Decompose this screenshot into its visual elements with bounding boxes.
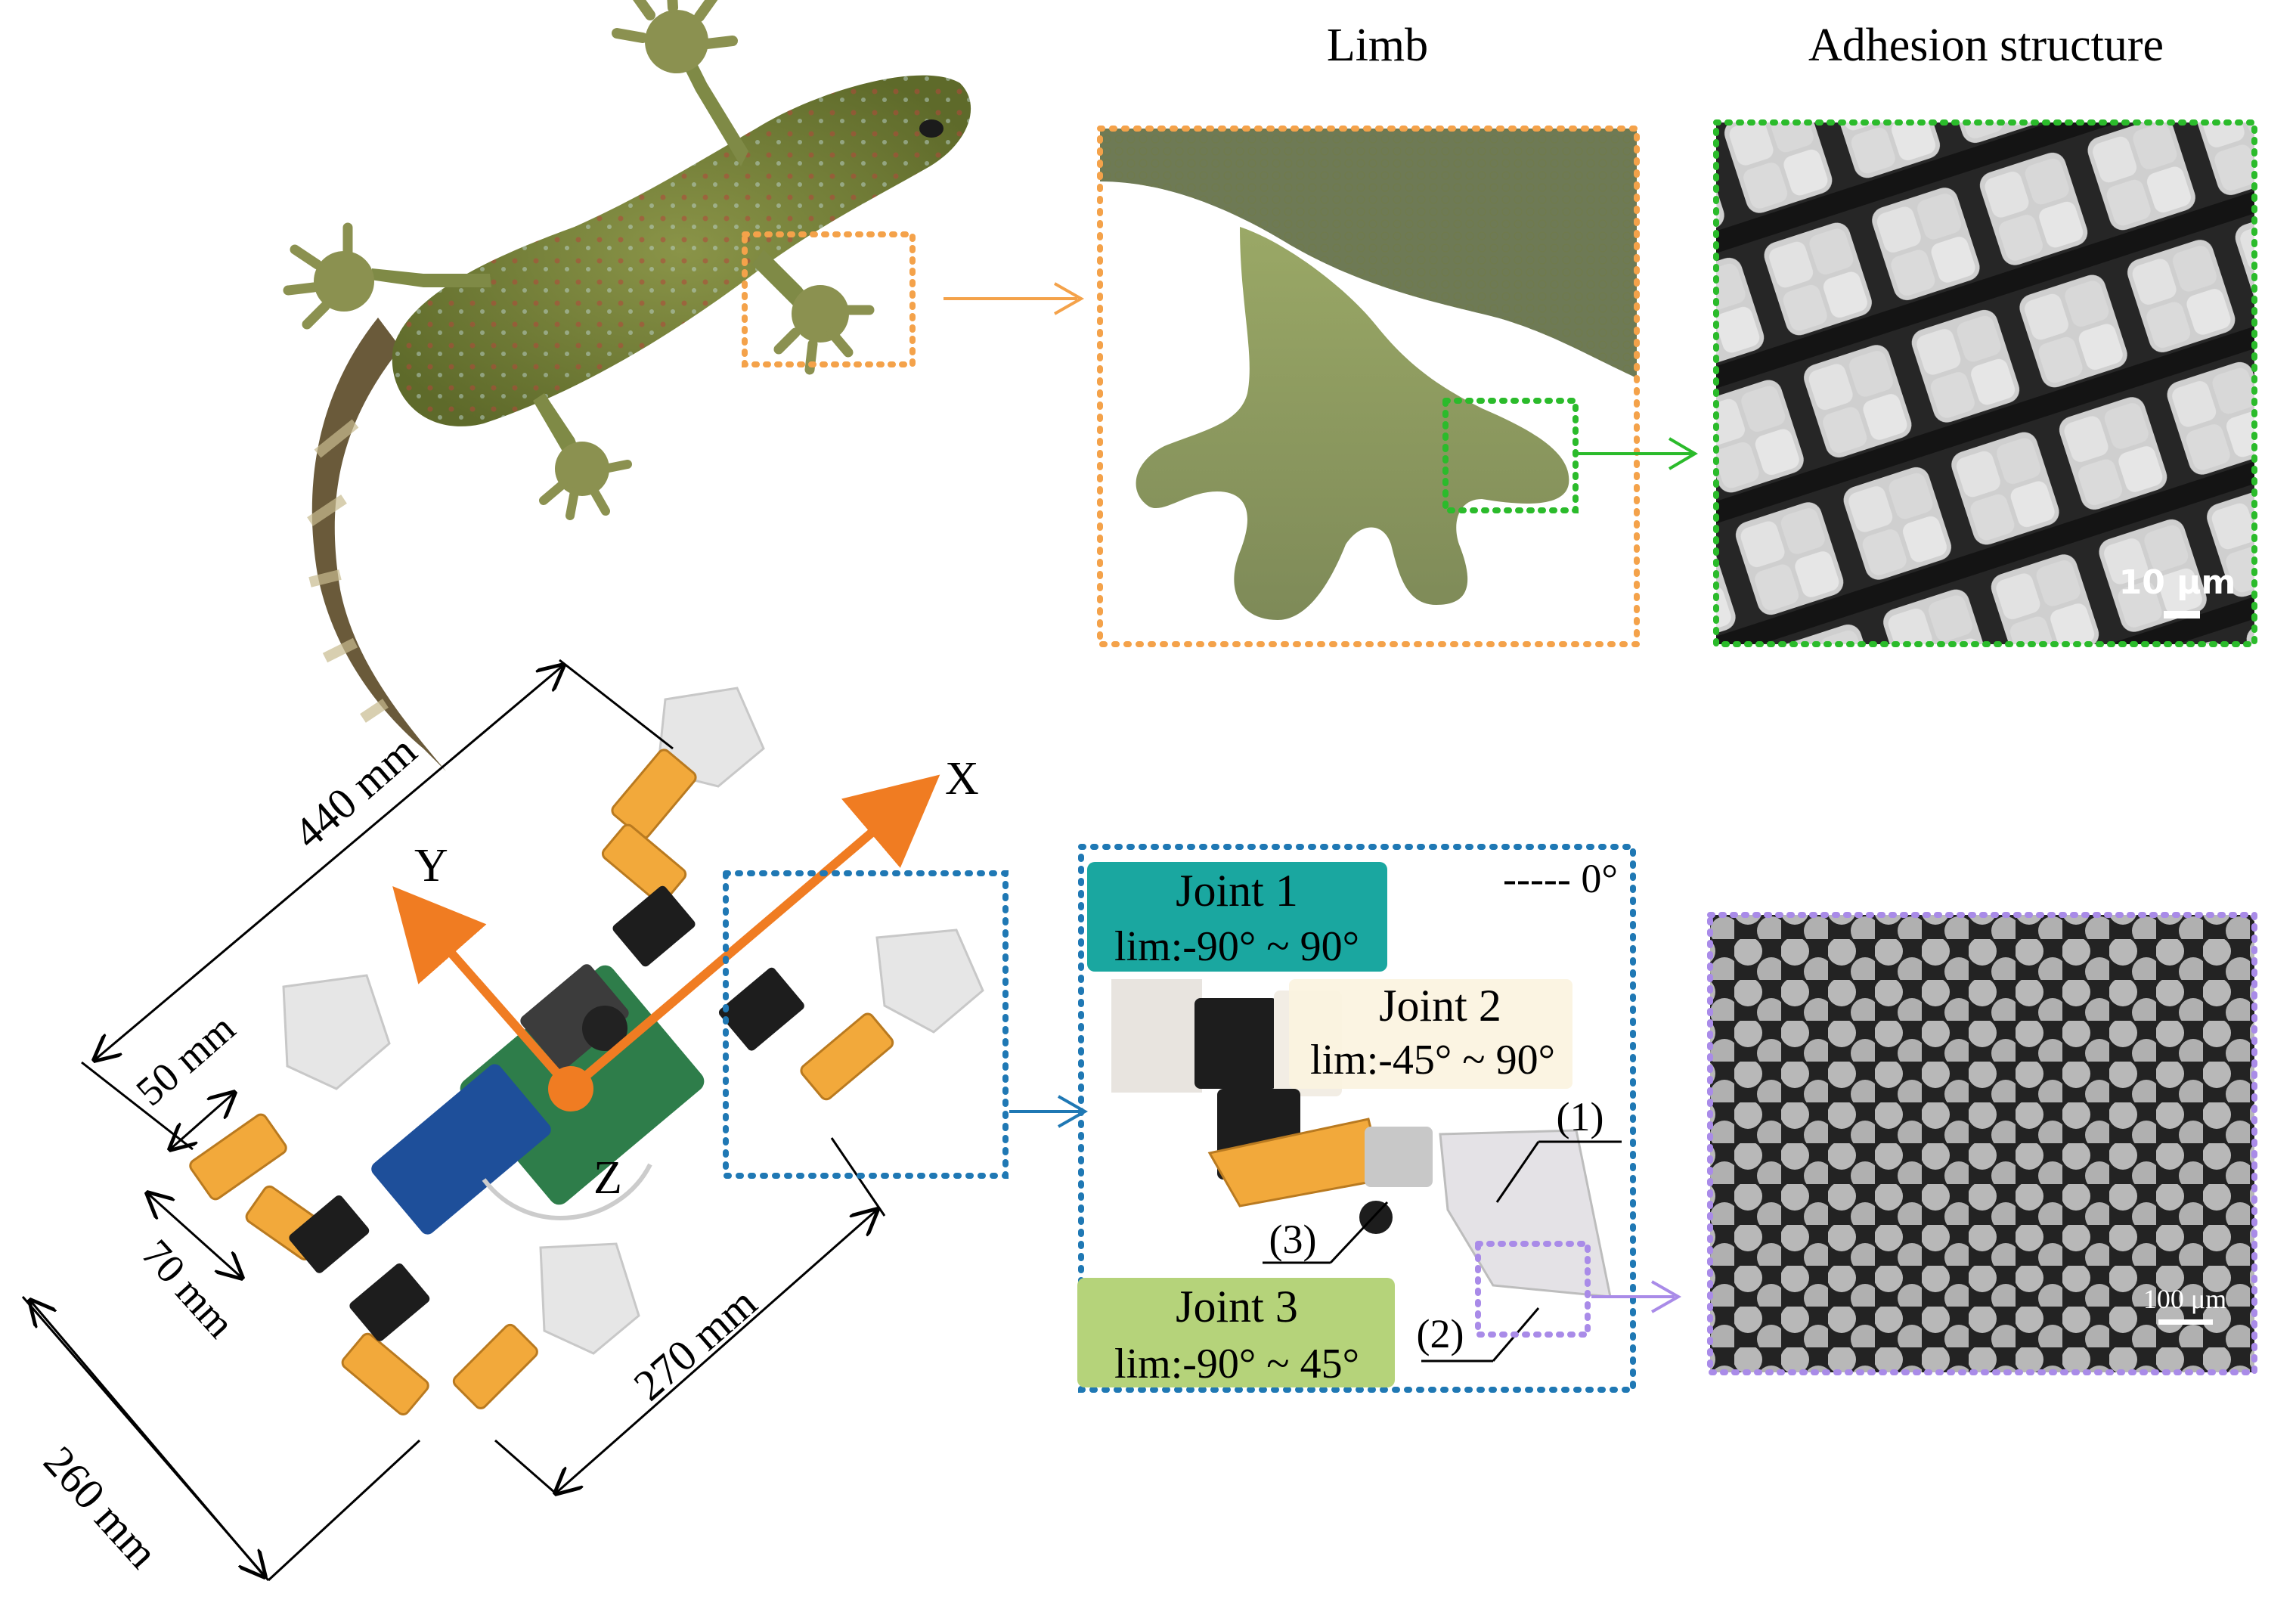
axis-y-label: Y: [414, 840, 448, 891]
axis-z-label: Z: [593, 1152, 622, 1204]
gecko-foot-closeup: [1136, 227, 1569, 620]
foot-selection-box: [742, 231, 916, 367]
joint2-title: Joint 2: [1379, 981, 1501, 1031]
limb-frame: [1097, 126, 1640, 647]
robot-photo: [189, 687, 984, 1416]
joint3-range: lim:-90° ~ 45°: [1114, 1341, 1359, 1387]
joint-leg-photo: [1111, 979, 1612, 1298]
dim-length-label: 440 mm: [284, 726, 426, 858]
joint-panel-frame: [1078, 844, 1636, 1393]
joint2-range: lim:-45° ~ 90°: [1310, 1037, 1555, 1084]
dim-width-label: 260 mm: [34, 1437, 168, 1577]
part1-label: (1): [1557, 1094, 1604, 1139]
setae-scale-bar: [2164, 611, 2200, 618]
pad-selection-box: [1475, 1241, 1591, 1338]
joint1-box: [1087, 862, 1387, 972]
setae-scale-label: 10 μm: [2119, 563, 2236, 602]
dim-w2-label: 70 mm: [133, 1231, 243, 1347]
part2-label: (2): [1417, 1311, 1464, 1356]
setae-sem-image: [1716, 122, 2254, 644]
leg-selection-box: [723, 870, 1009, 1179]
toe-selection-box: [1442, 398, 1579, 513]
axis-x-label: X: [945, 753, 979, 804]
joint3-box: [1077, 1278, 1395, 1387]
zero-degree-label: ----- 0°: [1503, 856, 1618, 901]
coordinate-axes: [392, 774, 940, 1111]
limb-title: Limb: [1327, 20, 1428, 71]
part3-label: (3): [1269, 1217, 1317, 1262]
dim-leg-span-label: 270 mm: [624, 1278, 766, 1410]
dim-w1-label: 50 mm: [128, 1005, 244, 1115]
joint1-range: lim:-90° ~ 90°: [1114, 923, 1359, 970]
pillars-scale-label: 100 μm: [2143, 1284, 2226, 1314]
part-leader-lines: [1263, 1140, 1622, 1363]
dimension-annotations: [21, 659, 886, 1580]
adhesion-title: Adhesion structure: [1808, 20, 2164, 71]
joint3-title: Joint 3: [1176, 1282, 1298, 1332]
pillars-scale-bar: [2158, 1319, 2213, 1325]
joint1-title: Joint 1: [1176, 866, 1298, 916]
limb-photo: [1100, 129, 1637, 644]
gecko-illustration: [283, 0, 971, 771]
joint2-box: [1289, 979, 1572, 1089]
pillars-sem-image: [1710, 915, 2254, 1372]
